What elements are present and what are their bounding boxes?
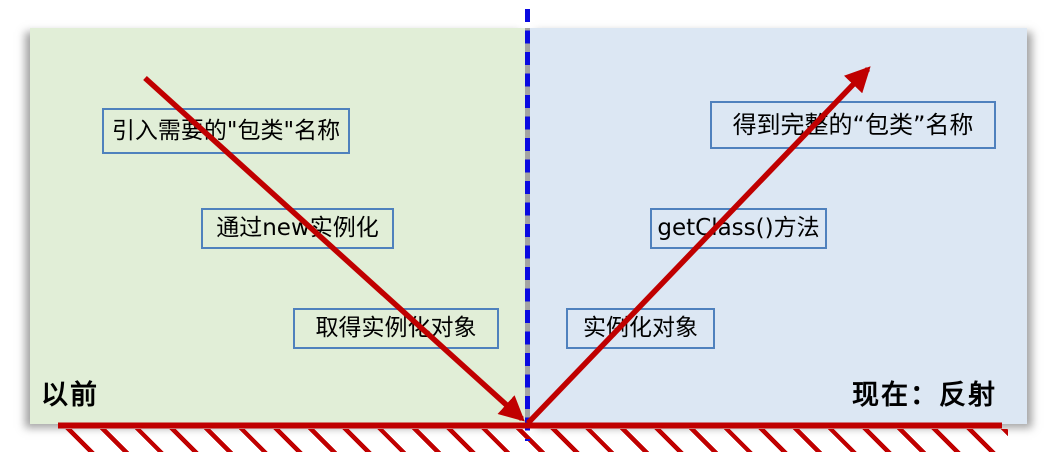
step-box-getclass-method: getClass()方法: [650, 208, 827, 249]
step-box-instance-object: 实例化对象: [566, 308, 715, 349]
era-label-now-reflection: 现在：反射: [852, 380, 997, 411]
step-box-import-package-name: 引入需要的"包类"名称: [102, 108, 350, 154]
step-box-get-instance-object: 取得实例化对象: [293, 308, 499, 349]
step-box-full-package-name: 得到完整的“包类”名称: [710, 101, 996, 149]
ground-hatching: [60, 429, 1008, 452]
step-box-new-instantiation: 通过new实例化: [201, 208, 394, 249]
era-label-before: 以前: [41, 380, 99, 411]
